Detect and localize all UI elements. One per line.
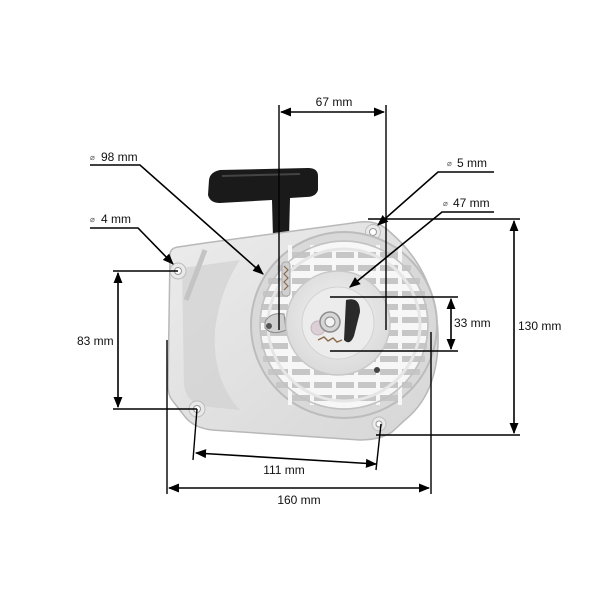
rope-guide	[264, 261, 291, 334]
label-130-mm: 130 mm	[518, 319, 561, 333]
dim-111-mm	[192, 408, 382, 471]
dim-98-mm-leader	[90, 164, 264, 275]
label-5-mm: 5 mm	[457, 156, 487, 170]
label-4-mm: 4 mm	[101, 212, 131, 226]
dim-130-mm	[368, 218, 520, 436]
dim-5-mm-leader	[377, 171, 494, 226]
diameter-symbol-icon: ⌀	[90, 215, 95, 224]
label-111-mm: 111 mm	[263, 463, 305, 477]
pulley-hub	[285, 270, 391, 376]
pull-handle	[208, 168, 318, 238]
recoil-starter-photo	[167, 168, 439, 441]
label-67-mm: 67 mm	[316, 95, 353, 109]
dim-47-mm-leader	[349, 211, 494, 288]
dim-33-mm	[330, 296, 458, 352]
label-47-mm: 47 mm	[453, 196, 490, 210]
label-83-mm: 83 mm	[77, 334, 114, 348]
diameter-symbol-icon: ⌀	[443, 199, 448, 208]
dim-160-mm	[166, 332, 432, 494]
diameter-symbol-icon: ⌀	[447, 159, 452, 168]
dimension-lines	[90, 105, 520, 494]
label-33-mm: 33 mm	[454, 316, 491, 330]
dim-4-mm-leader	[90, 227, 174, 265]
dim-83-mm	[113, 270, 197, 410]
label-98-mm: 98 mm	[101, 150, 138, 164]
diameter-symbol-icon: ⌀	[90, 153, 95, 162]
dimension-labels: 67 mm ⌀ 98 mm ⌀ 4 mm ⌀ 5 mm ⌀ 47 mm 83 m…	[77, 95, 561, 507]
label-160-mm: 160 mm	[277, 493, 320, 507]
